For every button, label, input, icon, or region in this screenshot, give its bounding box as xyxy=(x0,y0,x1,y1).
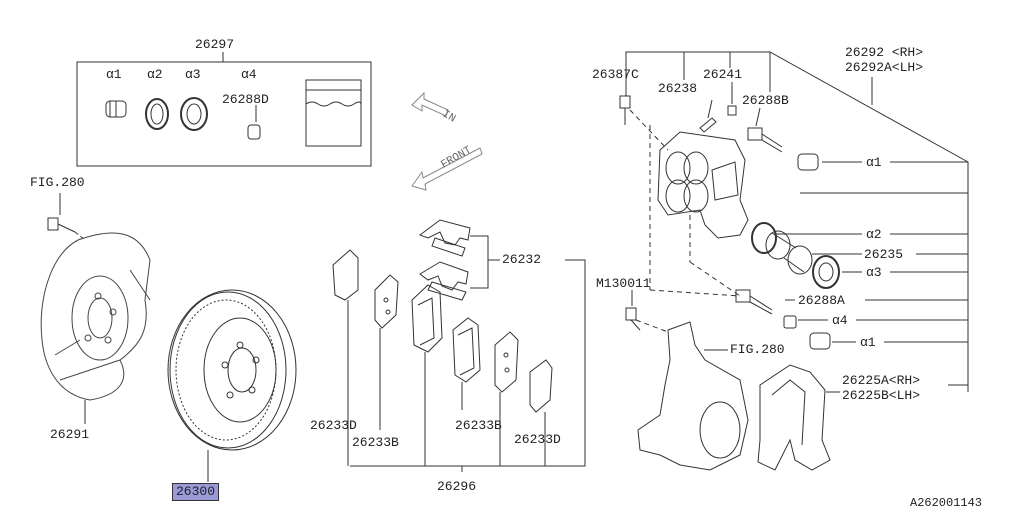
label-26300-highlighted[interactable]: 26300 xyxy=(172,483,220,501)
backing-plate-bolt xyxy=(47,217,76,233)
caliper-bracket xyxy=(757,364,831,471)
label-26288B: 26288B xyxy=(742,93,789,108)
outer-pad xyxy=(411,284,443,353)
label-alpha1-bottom: α1 xyxy=(860,335,876,350)
label-26233B-right: 26233B xyxy=(455,418,502,433)
fig-ref-right: FIG.280 xyxy=(730,342,785,357)
kit-alpha3-part xyxy=(180,97,208,131)
piston-26235 xyxy=(765,230,813,275)
label-26296: 26296 xyxy=(437,479,477,494)
bleeder-cap xyxy=(727,105,737,116)
label-alpha3: α3 xyxy=(866,265,882,280)
label-26235: 26235 xyxy=(864,247,904,262)
backing-plate xyxy=(40,232,151,401)
in-arrow-icon xyxy=(411,91,449,117)
inner-pad xyxy=(452,317,481,383)
label-alpha2: α2 xyxy=(866,227,882,242)
inner-shim-b xyxy=(494,331,519,393)
label-26233B-left: 26233B xyxy=(352,435,399,450)
guide-pin-26288A xyxy=(735,289,773,315)
kit-part-number: 26297 xyxy=(195,37,235,52)
label-26292A-lh: 26292A<LH> xyxy=(845,60,924,75)
label-26292-rh: 26292 <RH> xyxy=(845,45,924,60)
label-alpha4: α4 xyxy=(832,313,848,328)
grease-packet xyxy=(305,79,362,147)
kit-item-alpha3: α3 xyxy=(185,67,201,82)
kit-alpha4-pin xyxy=(247,124,261,140)
label-26241: 26241 xyxy=(703,67,743,82)
steering-knuckle xyxy=(637,321,749,471)
boot-alpha3 xyxy=(812,255,840,289)
kit-item-alpha1: α1 xyxy=(106,67,122,82)
boot-alpha1-bottom xyxy=(809,332,831,350)
outer-pad-shim-b xyxy=(374,274,399,329)
bleeder-screw xyxy=(699,117,717,133)
caliper-bolt-26387C xyxy=(619,95,631,125)
label-26232: 26232 xyxy=(502,252,542,267)
kit-box xyxy=(76,61,372,167)
kit-item-alpha2: α2 xyxy=(147,67,163,82)
guide-pin-26288B xyxy=(747,127,783,153)
front-arrow-icon xyxy=(411,147,483,191)
kit-alpha2-part xyxy=(145,98,169,130)
kit-alpha1-part xyxy=(105,100,127,118)
brake-rotor xyxy=(167,289,297,451)
label-26233D-left: 26233D xyxy=(310,418,357,433)
kit-item-alpha4: α4 xyxy=(241,67,257,82)
label-alpha1-top: α1 xyxy=(866,155,882,170)
diagram-id: A262001143 xyxy=(910,496,983,510)
label-26225A-rh: 26225A<RH> xyxy=(842,373,921,388)
boot-alpha1-top xyxy=(797,153,819,171)
pad-clip-upper xyxy=(418,219,471,257)
label-26225B-lh: 26225B<LH> xyxy=(842,388,921,403)
label-26291: 26291 xyxy=(50,427,90,442)
pad-clip-lower xyxy=(419,261,469,301)
label-26233D-right: 26233D xyxy=(514,432,561,447)
bolt-M130011 xyxy=(625,307,641,331)
inner-shim-d xyxy=(529,359,553,413)
outer-shim xyxy=(332,249,359,301)
seal-alpha2 xyxy=(751,222,777,254)
kit-sub-part: 26288D xyxy=(222,92,269,107)
pin-alpha4 xyxy=(783,315,797,329)
label-M130011: M130011 xyxy=(596,276,651,291)
fig-ref-left: FIG.280 xyxy=(30,175,85,190)
label-26387C: 26387C xyxy=(592,67,639,82)
label-26238: 26238 xyxy=(658,81,698,96)
caliper-body xyxy=(657,131,749,239)
label-26288A: 26288A xyxy=(798,293,845,308)
